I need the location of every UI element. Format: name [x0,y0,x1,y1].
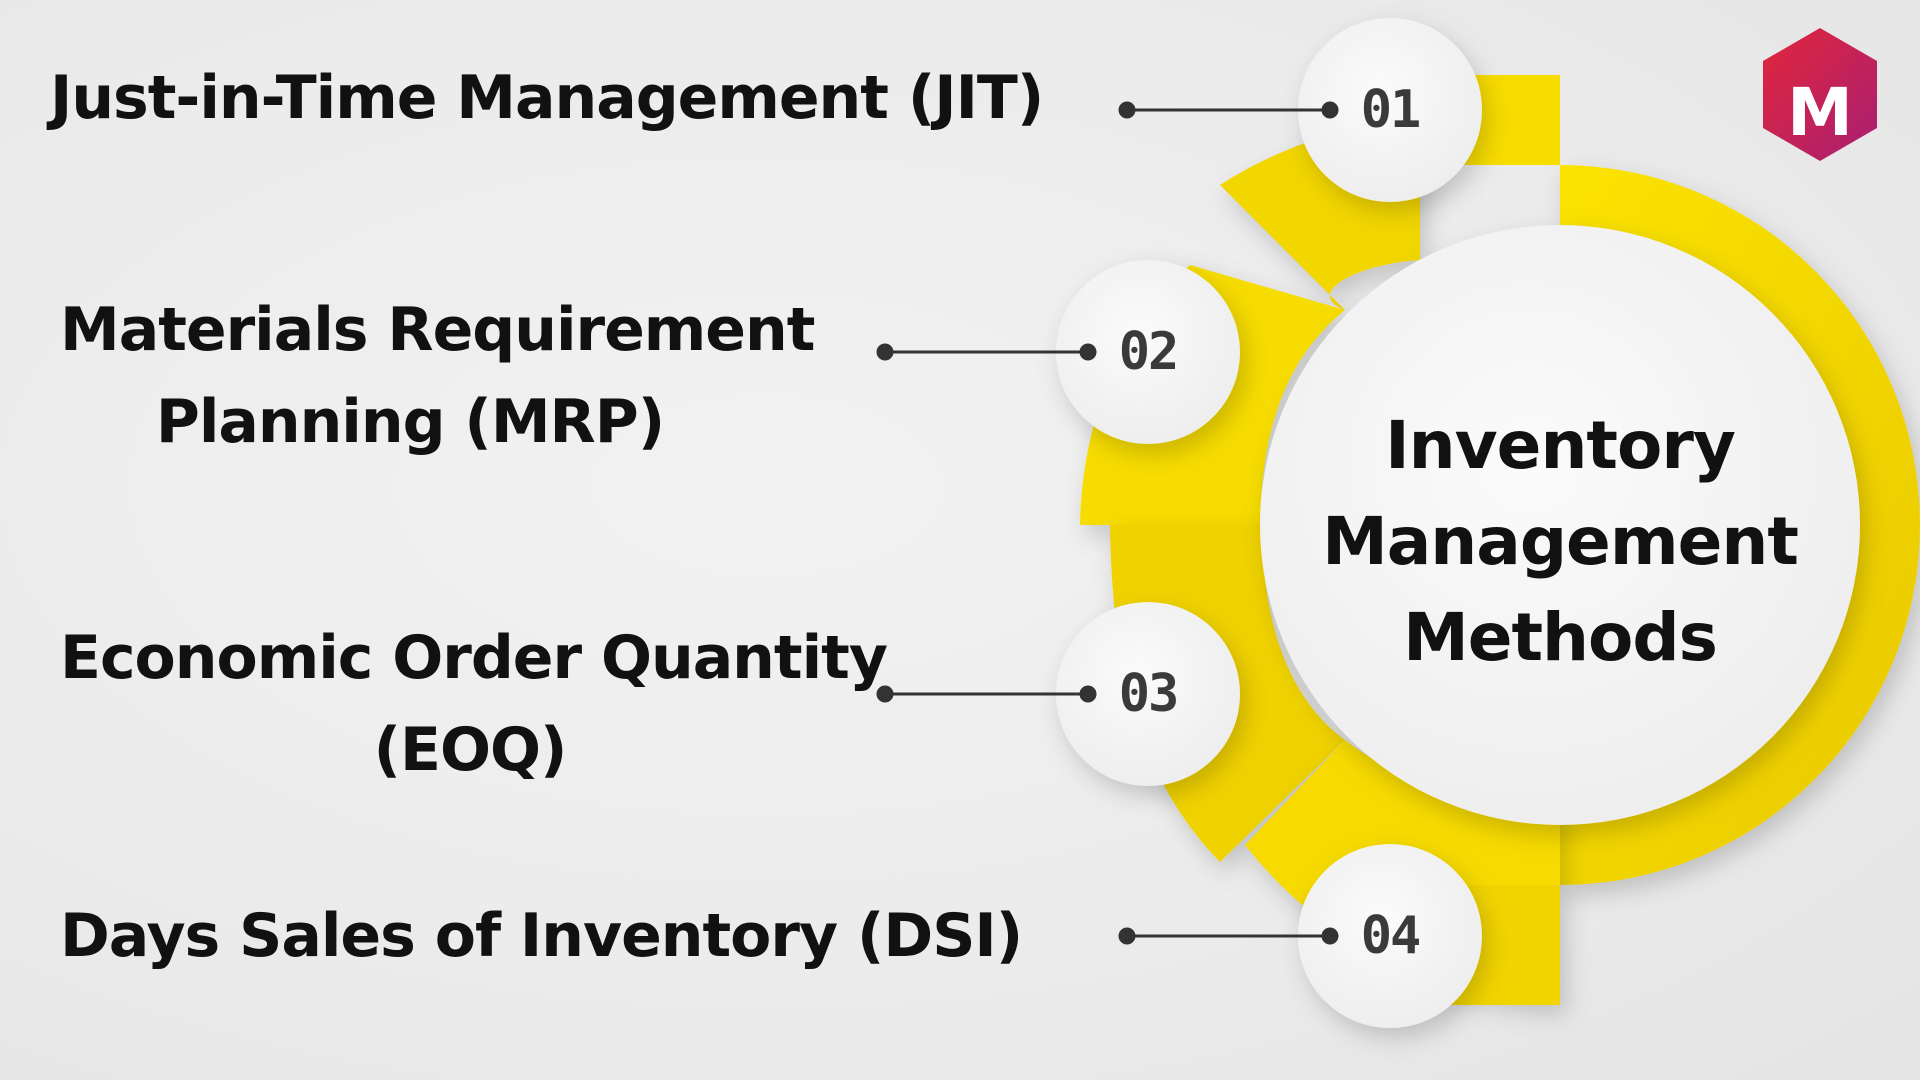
step-label-4: Days Sales of Inventory (DSI) [60,890,1023,982]
step-label-2-line-2: Planning (MRP) [155,387,665,457]
step-number-1: 01 [1360,80,1422,140]
number-circles [1056,18,1482,1028]
center-circle [1260,225,1860,825]
step-number-2: 02 [1118,322,1180,382]
step-label-3-line-1: Economic Order Quantity [60,623,888,693]
step-label-1-line-1: Just-in-Time Management (JIT) [50,63,1044,133]
step-label-4-line-1: Days Sales of Inventory (DSI) [60,901,1023,971]
connector-1 [1118,101,1339,119]
step-circle-3 [1056,602,1240,786]
logo-hexagon [1763,28,1877,161]
step-label-3-line-2: (EOQ) [373,715,568,785]
center-title-line-2: Management [1322,503,1799,580]
step-label-1: Just-in-Time Management (JIT) [50,52,1044,144]
brand-logo: M [1787,73,1853,151]
connector-4 [1118,927,1339,945]
step-number-3: 03 [1118,664,1180,724]
step-label-3: Economic Order Quantity (EOQ) [60,612,888,796]
step-circle-2 [1056,260,1240,444]
step-circle-4 [1298,844,1482,1028]
center-title-line-3: Methods [1403,599,1718,676]
connector-3 [876,685,1097,703]
step-label-2: Materials Requirement Planning (MRP) [60,284,815,468]
step-number-4: 04 [1360,906,1422,966]
connectors [876,101,1339,945]
connector-2 [876,343,1097,361]
center-title-line-1: Inventory [1385,407,1736,484]
center-title: Inventory Management Methods [1270,398,1850,686]
step-circle-1 [1298,18,1482,202]
step-label-2-line-1: Materials Requirement [60,295,815,365]
